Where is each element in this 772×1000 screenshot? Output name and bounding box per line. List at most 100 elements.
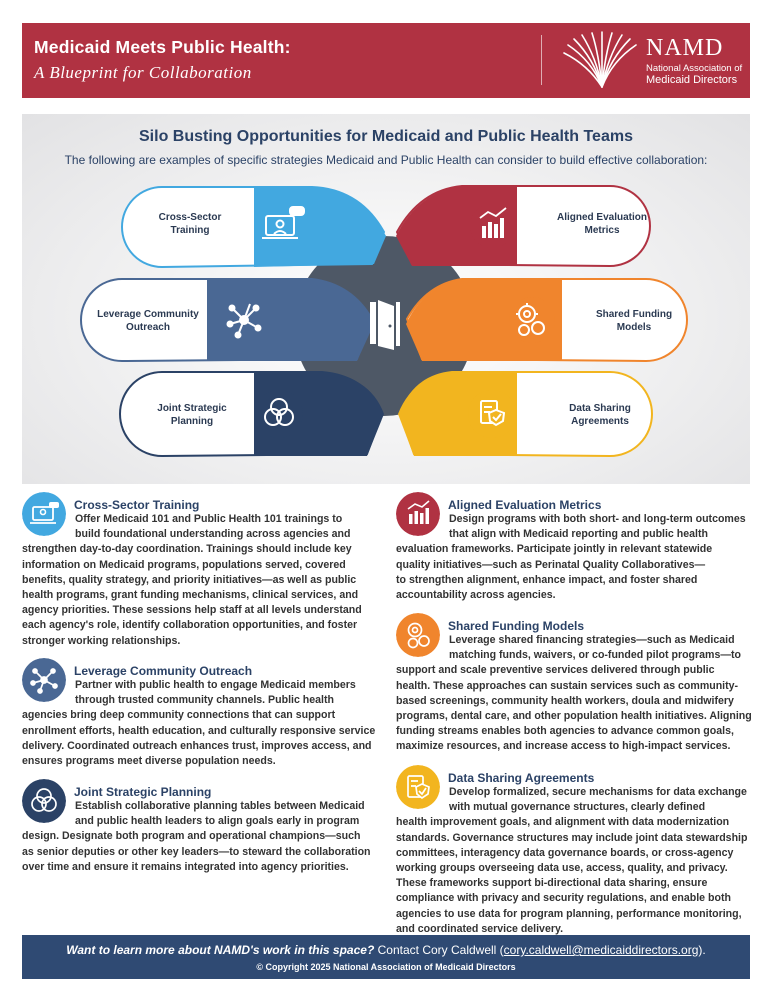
- svg-text:Leverage Community: Leverage Community: [97, 309, 199, 320]
- body-line: committees, interagency data governance …: [396, 846, 734, 859]
- body-line: and public health leaders to align goals…: [75, 815, 360, 828]
- svg-text:Shared Funding: Shared Funding: [596, 309, 672, 320]
- copyright-text: © Copyright 2025 National Association of…: [256, 962, 516, 972]
- bar-chart-icon: [479, 207, 507, 238]
- body-line: that align with Medicaid reporting and p…: [449, 528, 708, 541]
- body-line: Establish collaborative planning tables …: [75, 800, 365, 812]
- contact-email-link[interactable]: cory.caldwell@medicaiddirectors.org: [503, 943, 699, 957]
- section-title: Cross-Sector Training: [74, 498, 200, 512]
- body-line: Design programs with both short- and lon…: [449, 513, 746, 525]
- panel-title: Silo Busting Opportunities for Medicaid …: [139, 128, 633, 145]
- footer-contact-prefix: Contact Cory Caldwell (: [377, 943, 504, 957]
- network-icon: [226, 303, 262, 339]
- body-line: support and scale preventive services de…: [396, 664, 715, 677]
- body-line: through trusted community channels. Publ…: [75, 694, 334, 707]
- body-line: programs, dental care, and other populat…: [396, 710, 752, 723]
- section-body: Offer Medicaid 101 and Public Health 101…: [22, 512, 362, 649]
- body-line: Leverage shared financing strategies—suc…: [449, 634, 735, 646]
- pill-data-sharing-agreements: Data Sharing Agreements: [398, 371, 653, 458]
- body-line: maximize resources, and increase access …: [396, 740, 731, 753]
- body-line: funding streams enables both agencies to…: [396, 725, 734, 738]
- footer-question: Want to learn more about NAMD's work in …: [66, 943, 375, 957]
- body-line: over time and ensure it remains integrat…: [22, 860, 349, 873]
- pill-cross-sector-training: Cross-Sector Training: [121, 186, 386, 269]
- body-line: Partner with public health to engage Med…: [75, 679, 356, 691]
- section-title: Aligned Evaluation Metrics: [448, 498, 602, 512]
- section-body: Develop formalized, secure mechanisms fo…: [396, 785, 747, 937]
- body-line: agencies bring deep community connection…: [22, 709, 336, 722]
- footer-contact-line: Want to learn more about NAMD's work in …: [22, 943, 750, 957]
- body-line: design. Designate both program and opera…: [22, 830, 361, 843]
- body-line: health improvement goals, and alignment …: [396, 816, 730, 829]
- document-shield-icon: [396, 765, 440, 809]
- section-community-outreach: Leverage Community Outreach Partner with…: [22, 656, 375, 771]
- header-divider: [541, 35, 542, 85]
- pill-label-community-2: Outreach: [126, 322, 170, 333]
- body-line: benefits, quality strategy, and priority…: [22, 573, 357, 586]
- pill-community-outreach: Leverage Community Outreach: [80, 278, 374, 363]
- pill-label-funding-1: Shared Funding: [596, 309, 672, 320]
- pill-label-joint-2: Planning: [171, 416, 213, 427]
- body-line: to strengthen alignment, enhance impact,…: [396, 573, 698, 586]
- body-line: Develop formalized, secure mechanisms fo…: [449, 786, 747, 798]
- pill-joint-strategic-planning: Joint Strategic Planning: [119, 371, 384, 458]
- body-line: stronger working relationships.: [22, 634, 181, 647]
- pill-label-data-2: Agreements: [571, 416, 629, 427]
- svg-text:Data Sharing: Data Sharing: [569, 403, 631, 414]
- body-line: Offer Medicaid 101 and Public Health 101…: [75, 513, 343, 525]
- document-subtitle: A Blueprint for Collaboration: [34, 63, 252, 82]
- body-line: These frameworks support bi-directional …: [396, 877, 708, 890]
- section-title: Shared Funding Models: [448, 619, 585, 633]
- body-line: compliance with privacy and security reg…: [396, 892, 731, 905]
- body-line: enrollment efforts, health education, an…: [22, 724, 376, 737]
- body-line: evaluation frameworks. Participate joint…: [396, 543, 713, 556]
- pill-label-community-1: Leverage Community: [97, 309, 199, 320]
- namd-fan-logo-icon: [563, 31, 637, 88]
- logo-wordmark: NAMD: [646, 35, 724, 61]
- section-data-sharing-agreements: Data Sharing Agreements Develop formaliz…: [396, 763, 750, 935]
- pill-label-funding-2: Models: [617, 322, 652, 333]
- pill-label-joint-1: Joint Strategic: [157, 403, 227, 414]
- body-line: matching funds, waivers, or co-funded pi…: [449, 649, 741, 662]
- footer-banner: Want to learn more about NAMD's work in …: [22, 935, 750, 979]
- section-joint-strategic-planning: Joint Strategic Planning Establish colla…: [22, 777, 372, 877]
- body-line: as senior deputies or other key leaders—…: [22, 845, 371, 858]
- overlapping-circles-icon: [22, 779, 66, 823]
- pill-label-aligned-2: Metrics: [584, 225, 619, 236]
- panel-subtitle: The following are examples of specific s…: [64, 153, 708, 167]
- header-banner: Medicaid Meets Public Health: A Blueprin…: [22, 23, 750, 98]
- svg-text:Outreach: Outreach: [126, 322, 170, 333]
- svg-text:Aligned Evaluation: Aligned Evaluation: [557, 212, 647, 223]
- document-shield-icon: [480, 400, 506, 427]
- svg-text:Metrics: Metrics: [584, 225, 619, 236]
- body-line: build foundational understanding across …: [75, 528, 351, 541]
- gear-coins-icon: [516, 303, 545, 336]
- section-title: Data Sharing Agreements: [448, 771, 595, 785]
- body-line: health programs, grant funding mechanism…: [22, 589, 359, 602]
- body-line: with mutual governance structures, clear…: [449, 801, 706, 814]
- silo-diagram: Cross-Sector Training Leverage Community…: [80, 185, 688, 458]
- body-line: accountability across agencies.: [396, 589, 556, 602]
- silo-busting-panel: Silo Busting Opportunities for Medicaid …: [22, 114, 750, 484]
- svg-text:Agreements: Agreements: [571, 416, 629, 427]
- bar-chart-icon: [396, 492, 440, 536]
- gear-coins-icon: [396, 613, 440, 657]
- pill-aligned-evaluation-metrics: Aligned Evaluation Metrics: [395, 185, 651, 268]
- logo-subtext-1: National Association of: [646, 63, 743, 74]
- body-line: working groups overseeing data use, acce…: [396, 862, 728, 875]
- section-title: Leverage Community Outreach: [74, 664, 253, 678]
- network-icon: [22, 658, 66, 702]
- svg-text:Planning: Planning: [171, 416, 213, 427]
- body-line: agency priorities. These sessions help s…: [22, 604, 362, 617]
- overlapping-circles-icon: [264, 398, 294, 426]
- svg-text:Cross-Sector: Cross-Sector: [159, 212, 222, 223]
- section-shared-funding-models: Shared Funding Models Leverage shared fi…: [396, 611, 752, 756]
- section-body: Partner with public health to engage Med…: [22, 678, 375, 769]
- logo-subtext-2: Medicaid Directors: [646, 74, 738, 86]
- body-line: each agency's role, identify collaborati…: [22, 619, 358, 632]
- section-body: Establish collaborative planning tables …: [22, 799, 371, 875]
- document-title: Medicaid Meets Public Health:: [34, 37, 291, 57]
- pill-shared-funding-models: Shared Funding Models: [405, 278, 688, 363]
- body-line: and coordinated service delivery.: [396, 922, 564, 935]
- footer-contact-suffix: ).: [698, 943, 706, 957]
